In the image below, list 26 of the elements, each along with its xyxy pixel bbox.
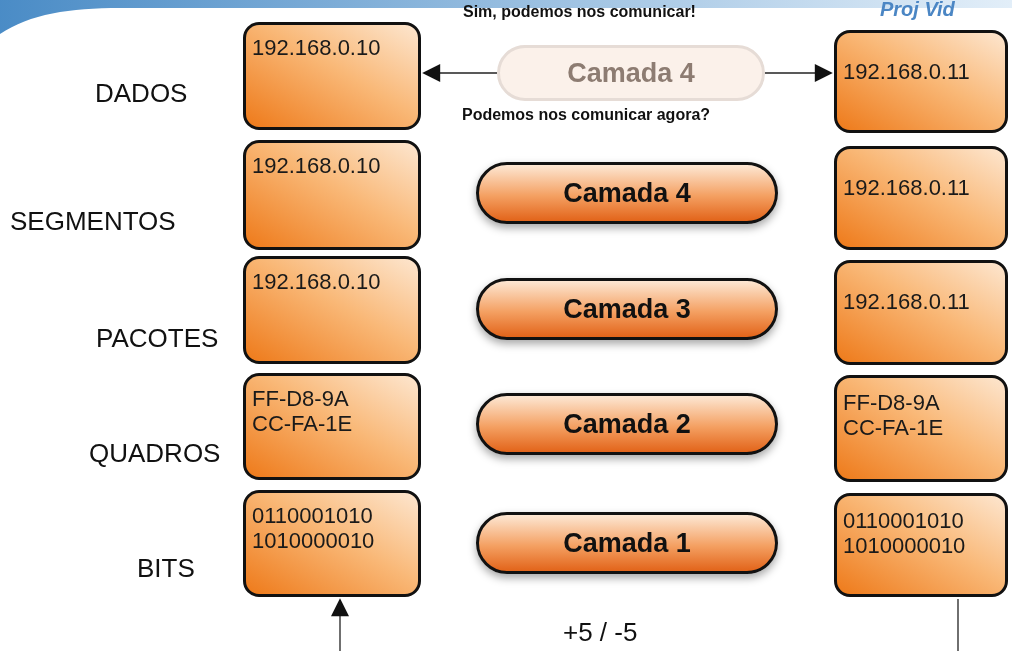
layer-label: QUADROS <box>89 438 221 469</box>
layer-label: SEGMENTOS <box>10 206 176 237</box>
arrow <box>764 64 833 82</box>
arrow <box>331 598 349 651</box>
message-text: Podemos nos comunicar agora? <box>462 106 711 124</box>
message-text: Sim, podemos nos comunicar! <box>463 3 696 21</box>
layer-pill: Camada 3 <box>476 278 778 340</box>
address-box: FF-D8-9A CC-FA-1E <box>243 373 421 480</box>
layer-pill: Camada 4 <box>497 45 765 101</box>
address-box: 192.168.0.11 <box>834 30 1008 133</box>
address-box: FF-D8-9A CC-FA-1E <box>834 375 1008 482</box>
layer-label: PACOTES <box>96 323 219 354</box>
layer-label: BITS <box>137 553 195 584</box>
layer-label: DADOS <box>95 78 188 109</box>
arrow <box>422 64 498 82</box>
address-box: 192.168.0.10 <box>243 140 421 250</box>
address-box: 192.168.0.10 <box>243 256 421 364</box>
address-box: 192.168.0.11 <box>834 260 1008 365</box>
layer-pill: Camada 2 <box>476 393 778 455</box>
layer-pill: Camada 4 <box>476 162 778 224</box>
scale-label: +5 / -5 <box>563 617 638 648</box>
layer-pill: Camada 1 <box>476 512 778 574</box>
address-box: 192.168.0.10 <box>243 22 421 130</box>
address-box: 192.168.0.11 <box>834 146 1008 250</box>
address-box: 0110001010 1010000010 <box>834 493 1008 597</box>
address-box: 0110001010 1010000010 <box>243 490 421 597</box>
